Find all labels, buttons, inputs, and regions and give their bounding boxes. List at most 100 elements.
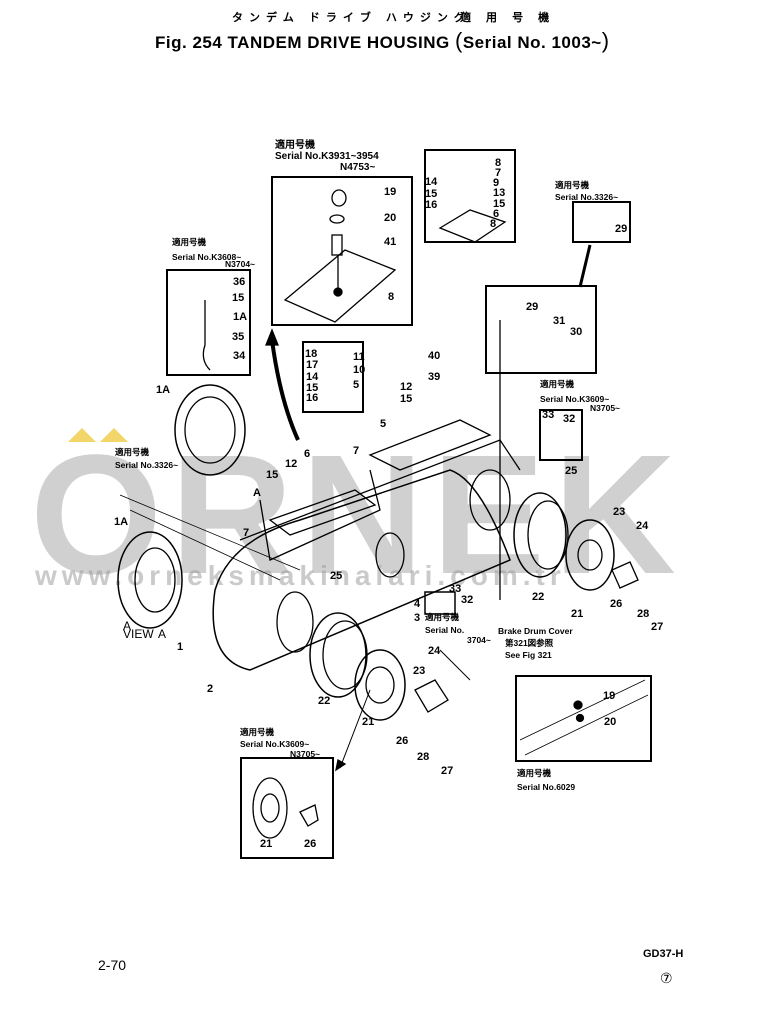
fig-number: Fig. 254 <box>155 33 223 52</box>
callout-18: 18 <box>305 348 318 360</box>
serial-note: Serial No.3326~ <box>555 192 619 202</box>
page-title: Fig. 254 TANDEM DRIVE HOUSING (Serial No… <box>155 28 610 53</box>
page-number: 2-70 <box>98 957 127 973</box>
callout-7: 7 <box>243 527 250 539</box>
callout-39: 39 <box>428 371 441 383</box>
callout-25: 25 <box>330 570 343 582</box>
flange-view-a <box>117 531 183 629</box>
inset-box-brake-cover <box>240 757 334 859</box>
logo-chevron <box>68 428 96 442</box>
callout-15: 15 <box>425 188 438 200</box>
callout-15: 15 <box>306 382 319 394</box>
callout-28: 28 <box>417 751 430 763</box>
callout-2: 2 <box>207 683 214 695</box>
serial-note: Serial No.K3608~ <box>172 252 242 262</box>
callout-12: 12 <box>400 381 413 393</box>
inset-box-cover <box>271 176 413 326</box>
callout-25: 25 <box>565 465 578 477</box>
callout-15: 15 <box>400 393 413 405</box>
serial-note: 適用号機 <box>275 140 315 151</box>
callout-8: 8 <box>490 218 497 230</box>
callout-20: 20 <box>384 212 397 224</box>
callout-26: 26 <box>304 838 317 850</box>
callout-11: 11 <box>353 351 365 363</box>
inset-box-29-31-30 <box>485 285 597 374</box>
callout-8: 8 <box>495 157 502 169</box>
serial-note: 3704~ <box>467 635 491 645</box>
fig-serial: Serial No. 1003~ <box>462 33 602 52</box>
callout-9: 9 <box>493 177 500 189</box>
callout-15: 15 <box>493 198 506 210</box>
serial-note: Serial No.3326~ <box>115 460 179 470</box>
callout-40: 40 <box>428 350 441 362</box>
serial-note: N3705~ <box>590 403 621 413</box>
callout-22: 22 <box>532 591 545 603</box>
serial-note: 第321図参照 <box>505 638 554 648</box>
callout-3: 3 <box>414 612 421 624</box>
serial-note: Serial No. <box>425 625 465 635</box>
housing-body <box>212 469 511 671</box>
brake-drum-22-right <box>513 492 567 578</box>
callout-41: 41 <box>384 236 397 248</box>
serial-note: Serial No.6029 <box>517 782 576 792</box>
callout-19: 19 <box>384 186 397 198</box>
callout-7: 7 <box>495 167 502 179</box>
serial-note: 適用号機 <box>555 180 590 190</box>
cover-5 <box>368 419 492 471</box>
serial-note: N3704~ <box>225 259 256 269</box>
callout-1: 1 <box>177 641 184 653</box>
title-kana-serial: 適 用 号 機 <box>460 12 556 24</box>
serial-note: 適用号機 <box>115 447 150 457</box>
serial-note: Brake Drum Cover <box>498 626 573 636</box>
callout-7: 7 <box>353 445 360 457</box>
callout-36: 36 <box>233 276 246 288</box>
callout-13: 13 <box>493 187 506 199</box>
callout-22: 22 <box>318 695 331 707</box>
serial-note: 適用号機 <box>425 612 460 622</box>
serial-note: 適用号機 <box>517 768 552 778</box>
callout-15: 15 <box>266 469 279 481</box>
callout-1A: 1A <box>114 516 129 528</box>
callout-14: 14 <box>425 176 438 188</box>
callout-6: 6 <box>304 448 311 460</box>
callout-20: 20 <box>604 716 617 728</box>
callout-16: 16 <box>306 392 319 404</box>
cover-7 <box>268 489 377 536</box>
serial-note: 適用号機 <box>240 727 275 737</box>
callout-21: 21 <box>362 716 375 728</box>
fig-title: TANDEM DRIVE HOUSING <box>227 33 450 52</box>
callout-34: 34 <box>233 350 246 362</box>
callout-26: 26 <box>610 598 623 610</box>
callout-17: 17 <box>306 359 319 371</box>
revision-mark: ⑦ <box>660 970 673 986</box>
callout-29: 29 <box>615 223 628 235</box>
serial-note: See Fig 321 <box>505 650 552 660</box>
callout-5: 5 <box>353 379 360 391</box>
inset-box-bolts <box>302 341 364 413</box>
callout-19: 19 <box>603 690 616 702</box>
callout-23: 23 <box>613 506 626 518</box>
callout-29: 29 <box>526 301 539 313</box>
inset-box-19-20 <box>515 675 652 762</box>
callout-27: 27 <box>441 765 454 777</box>
inset-box-pipe <box>166 269 251 376</box>
callout-4: 4 <box>414 598 421 610</box>
callout-26: 26 <box>396 735 409 747</box>
callout-1A: 1A <box>233 311 248 323</box>
callout-A: A <box>253 487 261 499</box>
inset-box-33-32 <box>539 409 583 461</box>
callout-14: 14 <box>306 371 319 383</box>
serial-note: A <box>123 619 132 633</box>
callout-32: 32 <box>563 413 576 425</box>
callout-12: 12 <box>285 458 298 470</box>
callout-24: 24 <box>428 645 441 657</box>
callout-28: 28 <box>637 608 650 620</box>
serial-note: N4753~ <box>340 162 376 173</box>
callout-35: 35 <box>232 331 245 343</box>
model-code: GD37-H <box>643 948 684 960</box>
serial-note: Serial No.K3609~ <box>540 394 610 404</box>
callout-16: 16 <box>425 199 438 211</box>
callout-27: 27 <box>651 621 664 633</box>
callout-33: 33 <box>449 583 462 595</box>
